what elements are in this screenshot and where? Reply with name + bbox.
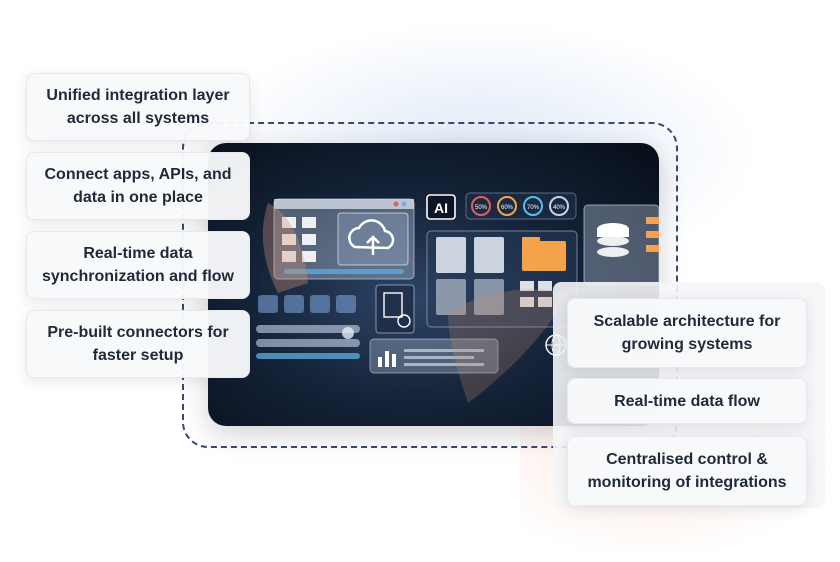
hand-right bbox=[448, 289, 568, 403]
dashboard-illustration: AI 50% 60% 70% 40% bbox=[256, 192, 659, 403]
cloud-upload-icon bbox=[348, 219, 395, 250]
feature-card-right-1: Scalable architecture for growing system… bbox=[567, 298, 807, 368]
bar-chart-icon bbox=[378, 351, 396, 367]
feature-card-left-4: Pre-built connectors for faster setup bbox=[26, 310, 250, 378]
gauge-4 bbox=[549, 196, 569, 216]
feature-card-right-3: Centralised control & monitoring of inte… bbox=[567, 436, 807, 506]
user-icon bbox=[342, 327, 354, 339]
gauge-row: 50% 60% 70% 40% bbox=[471, 196, 569, 216]
window-titlebar bbox=[274, 199, 414, 209]
feature-text-right-2: Real-time data flow bbox=[614, 392, 760, 410]
gauge-2-label: 60% bbox=[501, 205, 514, 211]
feature-card-left-2: Connect apps, APIs, and data in one plac… bbox=[26, 152, 250, 220]
database-icon bbox=[597, 223, 629, 257]
feature-text-left-2: Connect apps, APIs, and data in one plac… bbox=[44, 166, 232, 206]
document-list-icons bbox=[436, 237, 504, 315]
gauge-1 bbox=[471, 196, 491, 216]
gauge-3-label: 70% bbox=[527, 205, 540, 211]
folder-icon bbox=[522, 241, 566, 271]
checklist-icon bbox=[383, 292, 403, 318]
folder-icons bbox=[282, 217, 316, 262]
feature-text-left-3: Real-time data synchronization and flow bbox=[41, 245, 234, 285]
gauge-2 bbox=[497, 196, 517, 216]
feature-text-right-3: Centralised control & monitoring of inte… bbox=[587, 451, 787, 491]
hand-left bbox=[262, 203, 308, 293]
feature-text-left-1: Unified integration layer across all sys… bbox=[46, 87, 230, 127]
feature-card-left-3: Real-time data synchronization and flow bbox=[26, 231, 250, 299]
feature-card-left-1: Unified integration layer across all sys… bbox=[26, 73, 250, 141]
gauge-1-label: 50% bbox=[475, 205, 488, 211]
upload-progress-bar bbox=[284, 269, 404, 274]
feature-text-left-4: Pre-built connectors for faster setup bbox=[47, 324, 229, 364]
ai-chip-icon bbox=[426, 194, 456, 220]
gauge-4-label: 40% bbox=[553, 205, 566, 211]
ai-badge-text: AI bbox=[434, 200, 448, 216]
app-icon-row bbox=[258, 295, 356, 313]
feature-card-right-2: Real-time data flow bbox=[567, 378, 807, 424]
gauge-3 bbox=[523, 196, 543, 216]
feature-text-right-1: Scalable architecture for growing system… bbox=[593, 313, 781, 353]
